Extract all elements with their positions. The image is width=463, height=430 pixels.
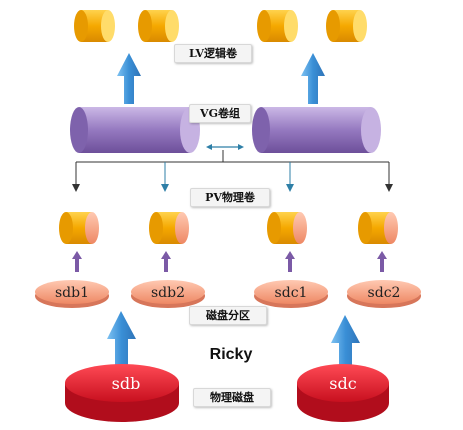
pv-cylinder-4 <box>358 212 398 244</box>
vg-label: VG卷组 <box>189 104 251 123</box>
disk-label-sdc: sdc <box>329 374 356 393</box>
lv-cylinder-4 <box>326 10 367 42</box>
pv-cylinder-3 <box>267 212 307 244</box>
partition-disc-1 <box>35 280 109 308</box>
pv-cylinder-2 <box>149 212 189 244</box>
lv-cylinder-1 <box>74 10 115 42</box>
disk-to-partition-arrow-right <box>331 315 360 378</box>
lv-label: LV逻辑卷 <box>174 44 252 63</box>
partition-label-3: sdc1 <box>275 285 308 301</box>
partition-label-4: sdc2 <box>368 285 401 301</box>
physical-disk-sdc <box>297 364 389 422</box>
vg-cylinder-left <box>70 107 200 153</box>
lv-cylinder-2 <box>138 10 179 42</box>
partition-label-1: sdb1 <box>55 285 89 301</box>
partition-label-2: sdb2 <box>151 285 185 301</box>
vg-to-lv-arrow-right <box>301 53 325 104</box>
pv-cylinder-1 <box>59 212 99 244</box>
vg-to-lv-arrow-left <box>117 53 141 104</box>
partition-disc-2 <box>131 280 205 308</box>
partition-to-pv-arrows <box>72 251 387 272</box>
physical-disk-label: 物理磁盘 <box>193 388 271 407</box>
disk-to-partition-arrow-left <box>107 311 136 376</box>
partition-disc-3 <box>254 280 328 308</box>
author-name: Ricky <box>209 346 253 363</box>
vg-to-pv-connectors <box>72 150 393 192</box>
partition-label: 磁盘分区 <box>189 306 267 325</box>
partition-disc-4 <box>347 280 421 308</box>
disk-label-sdb: sdb <box>112 374 141 393</box>
vg-cylinder-right <box>252 107 381 153</box>
lv-cylinder-3 <box>257 10 298 42</box>
vg-link-double-arrow <box>206 144 244 150</box>
pv-label: PV物理卷 <box>190 188 270 207</box>
physical-disk-sdb <box>65 364 179 422</box>
